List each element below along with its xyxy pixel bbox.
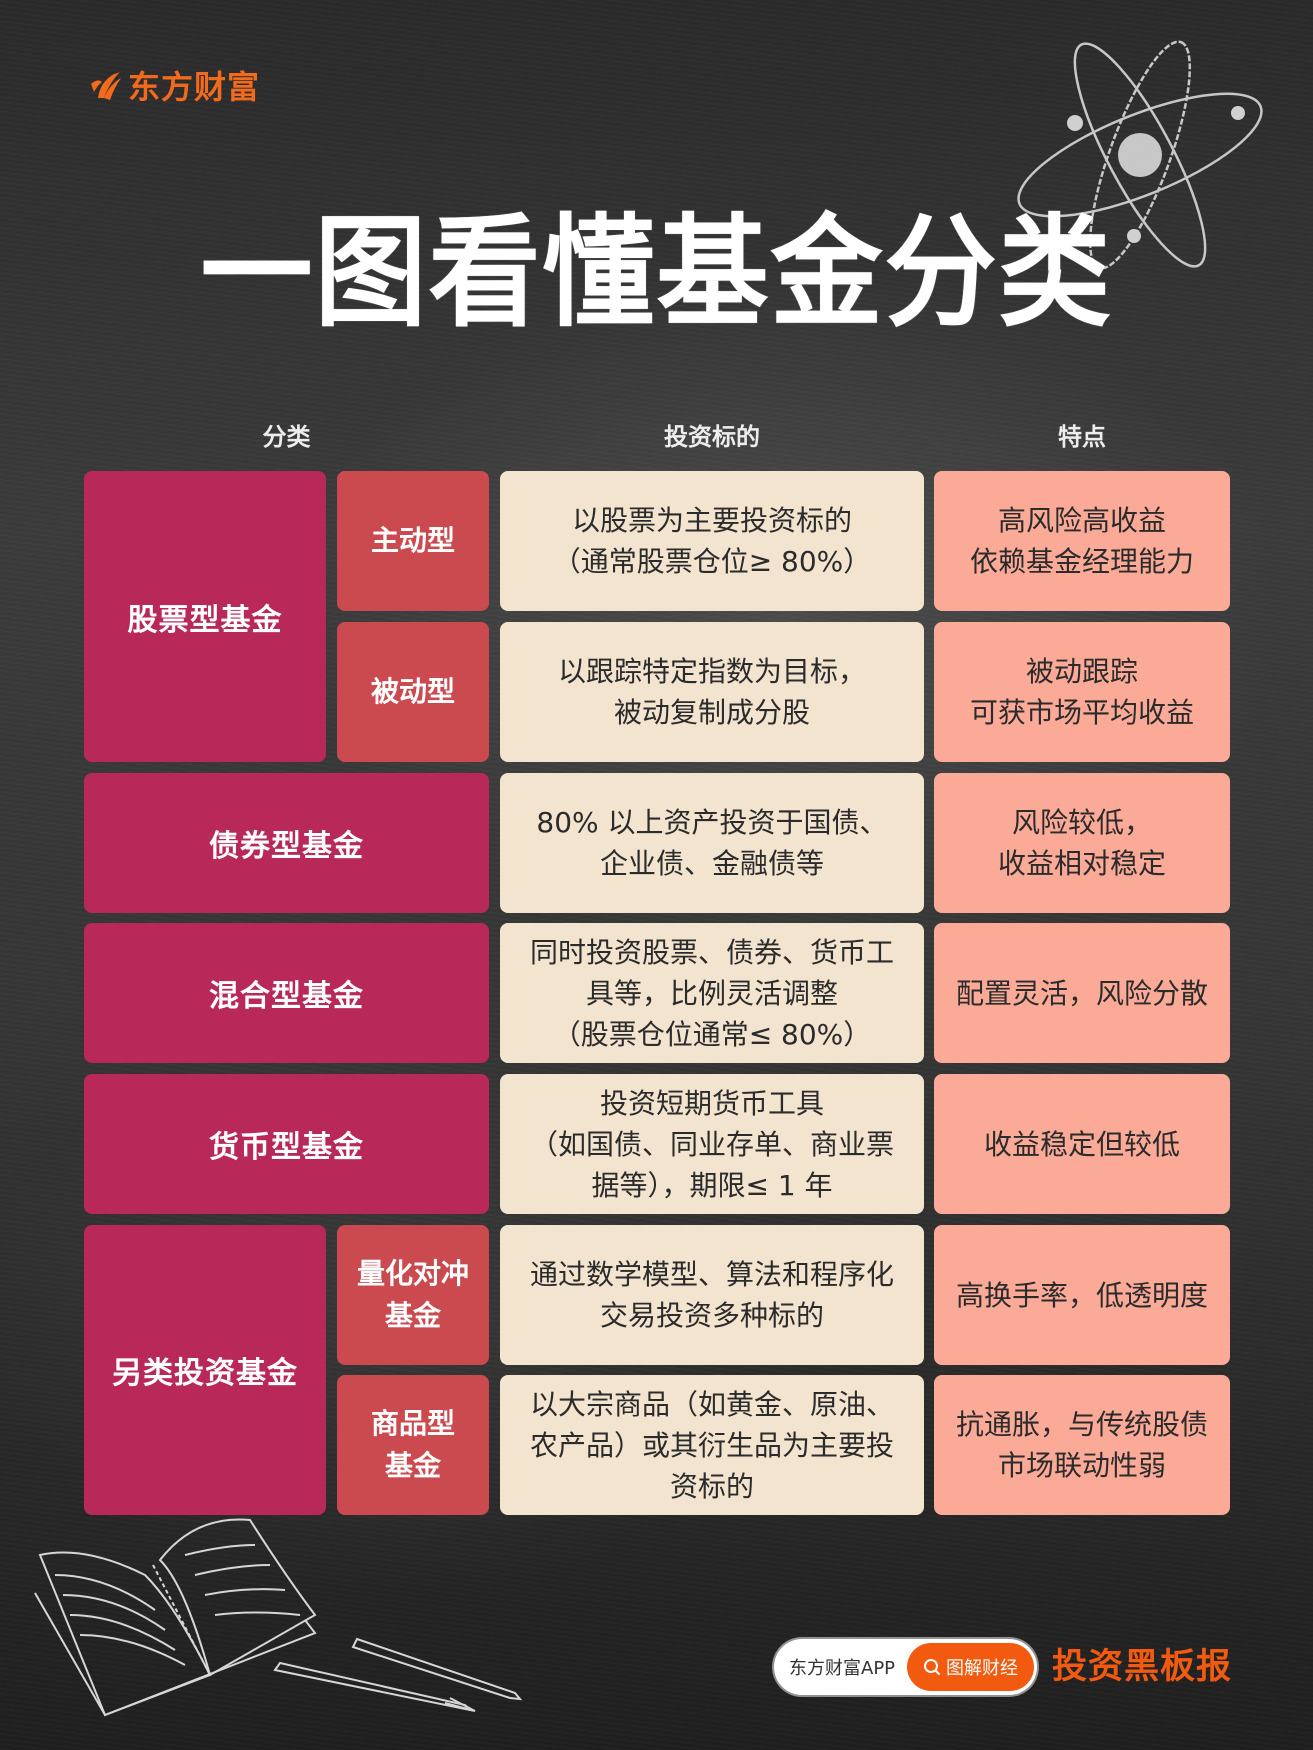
pencil-icon (351, 1637, 523, 1701)
target-cell: 以股票为主要投资标的 （通常股票仓位≥ 80%） (500, 471, 924, 611)
target-cell: 以跟踪特定指数为目标， 被动复制成分股 (500, 622, 924, 762)
atom-icon (1017, 40, 1263, 270)
category-stock-fund: 股票型基金 (84, 471, 326, 762)
brand-name: 东方财富 (128, 68, 261, 106)
app-search-pill[interactable]: 东方财富APP 图解财经 (774, 1639, 1037, 1695)
target-cell: 以大宗商品（如黄金、原油、 农产品）或其衍生品为主要投 资标的 (500, 1375, 924, 1515)
feature-cell: 收益稳定但较低 (934, 1074, 1230, 1214)
target-cell: 投资短期货币工具 （如国债、同业存单、商业票 据等），期限≤ 1 年 (500, 1074, 924, 1214)
feature-cell: 风险较低， 收益相对稳定 (934, 773, 1230, 913)
feature-cell: 高换手率，低透明度 (934, 1225, 1230, 1365)
pen-icon (273, 1661, 476, 1712)
column-header-category: 分类 (262, 423, 311, 451)
column-header-features: 特点 (1058, 423, 1106, 451)
category-money-fund: 货币型基金 (84, 1074, 489, 1214)
target-cell: 同时投资股票、债券、货币工 具等，比例灵活调整 （股票仓位通常≤ 80%） (500, 923, 924, 1063)
feature-cell: 高风险高收益 依赖基金经理能力 (934, 471, 1230, 611)
flame-wing-icon (91, 72, 121, 100)
page-title: 一图看懂基金分类 (200, 202, 1113, 344)
target-cell: 通过数学模型、算法和程序化 交易投资多种标的 (500, 1225, 924, 1365)
category-hybrid-fund: 混合型基金 (84, 923, 489, 1063)
column-name: 投资黑板报 (1052, 1646, 1233, 1687)
column-header-target: 投资标的 (664, 423, 760, 451)
category-alternative-fund: 另类投资基金 (84, 1225, 326, 1515)
search-icon (924, 1659, 940, 1675)
search-keyword: 图解财经 (946, 1658, 1018, 1679)
feature-cell: 配置灵活，风险分散 (934, 923, 1230, 1063)
app-label: 东方财富APP (789, 1658, 896, 1679)
brand-logo: 东方财富 (88, 62, 260, 108)
subcategory-passive: 被动型 (337, 622, 489, 762)
subcategory-commodity: 商品型 基金 (337, 1375, 489, 1515)
notebook-icon (34, 1518, 317, 1717)
category-bond-fund: 债券型基金 (84, 773, 489, 913)
notebook-pen-doodle (34, 1518, 523, 1717)
feature-cell: 被动跟踪 可获市场平均收益 (934, 622, 1230, 762)
search-button[interactable]: 图解财经 (907, 1643, 1034, 1691)
subcategory-active: 主动型 (337, 471, 489, 611)
target-cell: 80% 以上资产投资于国债、 企业债、金融债等 (500, 773, 924, 913)
feature-cell: 抗通胀，与传统股债 市场联动性弱 (934, 1375, 1230, 1515)
subcategory-quant-hedge: 量化对冲 基金 (337, 1225, 489, 1365)
